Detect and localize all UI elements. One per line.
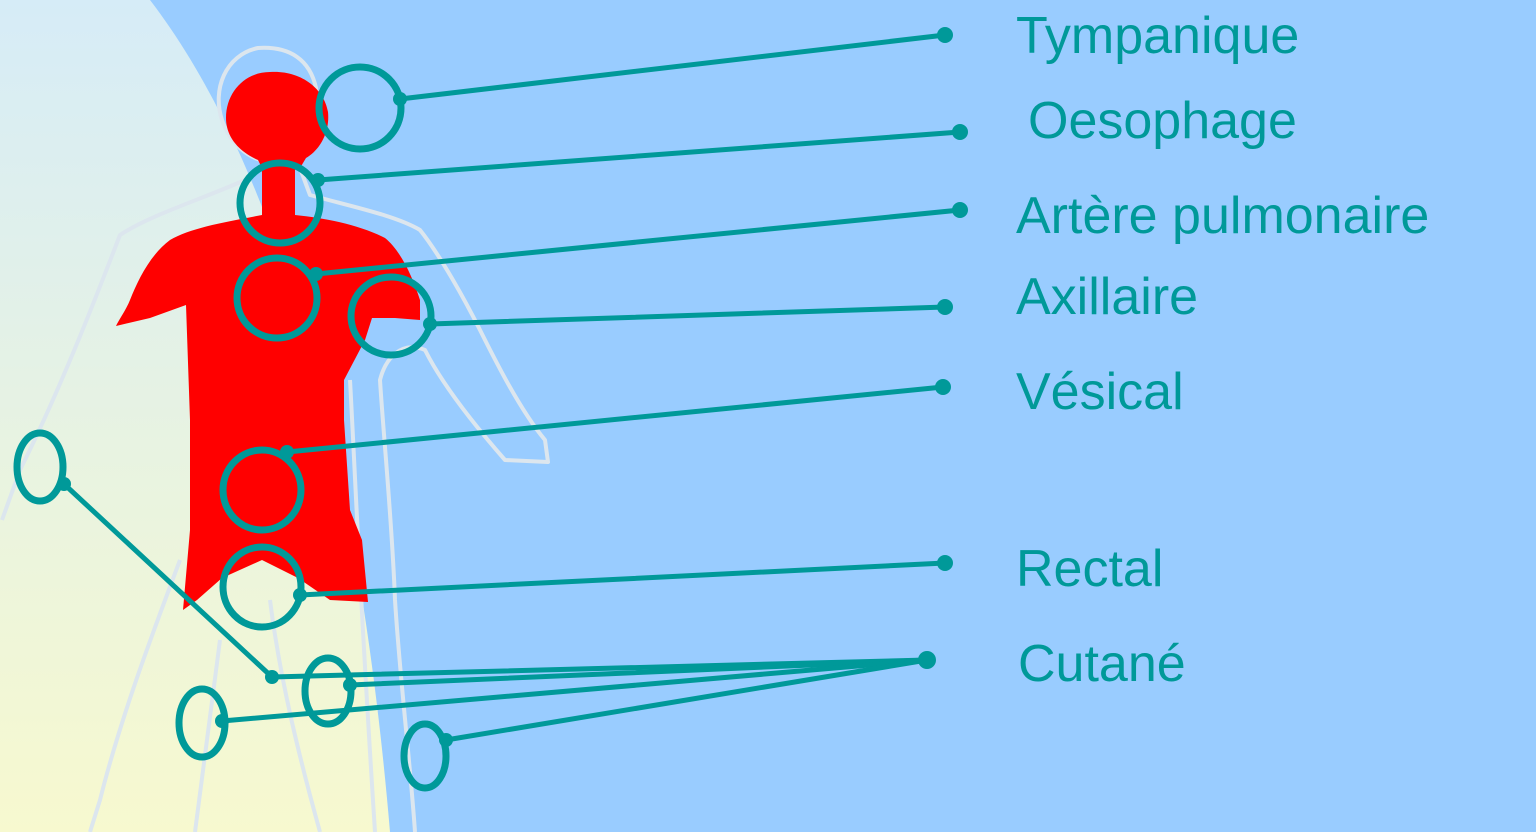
tympanique-site-dot xyxy=(393,92,407,106)
cutane-label: Cutané xyxy=(1018,638,1186,690)
oesophage-label-dot xyxy=(952,124,968,140)
axillaire-site-dot xyxy=(423,317,437,331)
cutane-site-dot-hub xyxy=(265,670,279,684)
artere-pulmonaire-label: Artère pulmonaire xyxy=(1016,190,1429,242)
cutane-site-dot-leg xyxy=(439,733,453,747)
oesophage-label: Oesophage xyxy=(1028,95,1297,147)
axillaire-label: Axillaire xyxy=(1016,271,1198,323)
artere-pulmonaire-site-dot xyxy=(309,267,323,281)
cutane-site-dot-arm xyxy=(57,477,71,491)
oesophage-site-dot xyxy=(311,173,325,187)
artere-pulmonaire-label-dot xyxy=(952,202,968,218)
vesical-label-dot xyxy=(935,379,951,395)
vesical-site-dot xyxy=(280,445,294,459)
tympanique-label: Tympanique xyxy=(1016,10,1299,62)
axillaire-label-dot xyxy=(937,299,953,315)
vesical-label: Vésical xyxy=(1016,366,1184,418)
rectal-label: Rectal xyxy=(1016,543,1163,595)
rectal-site-dot xyxy=(293,588,307,602)
rectal-label-dot xyxy=(937,555,953,571)
cutane-site-dot-knee xyxy=(215,714,229,728)
cutane-site-dot-thigh xyxy=(343,678,357,692)
cutane-label-dot xyxy=(918,651,936,669)
tympanique-label-dot xyxy=(937,27,953,43)
